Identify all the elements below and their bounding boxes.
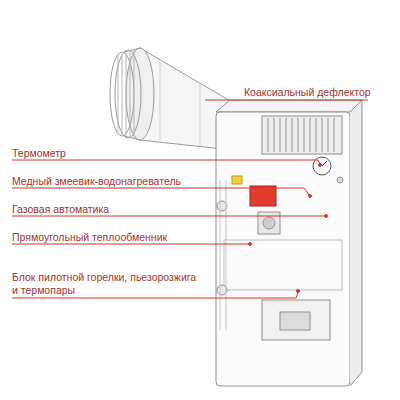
leader-lines [12,100,368,298]
callout-label: Прямоугольный теплообменник [12,231,202,244]
callout-label: Газовая автоматика [12,203,172,216]
boiler-body [216,100,362,386]
coaxial-pipe [110,48,232,150]
callout-label: Блок пилотной горелки, пьезорозжига и те… [12,271,202,297]
callout-label: Термометр [12,147,162,160]
callout-label: Медный змеевик-водонагреватель [12,175,212,188]
callout-label: Коаксиальный дефлектор [244,86,394,99]
